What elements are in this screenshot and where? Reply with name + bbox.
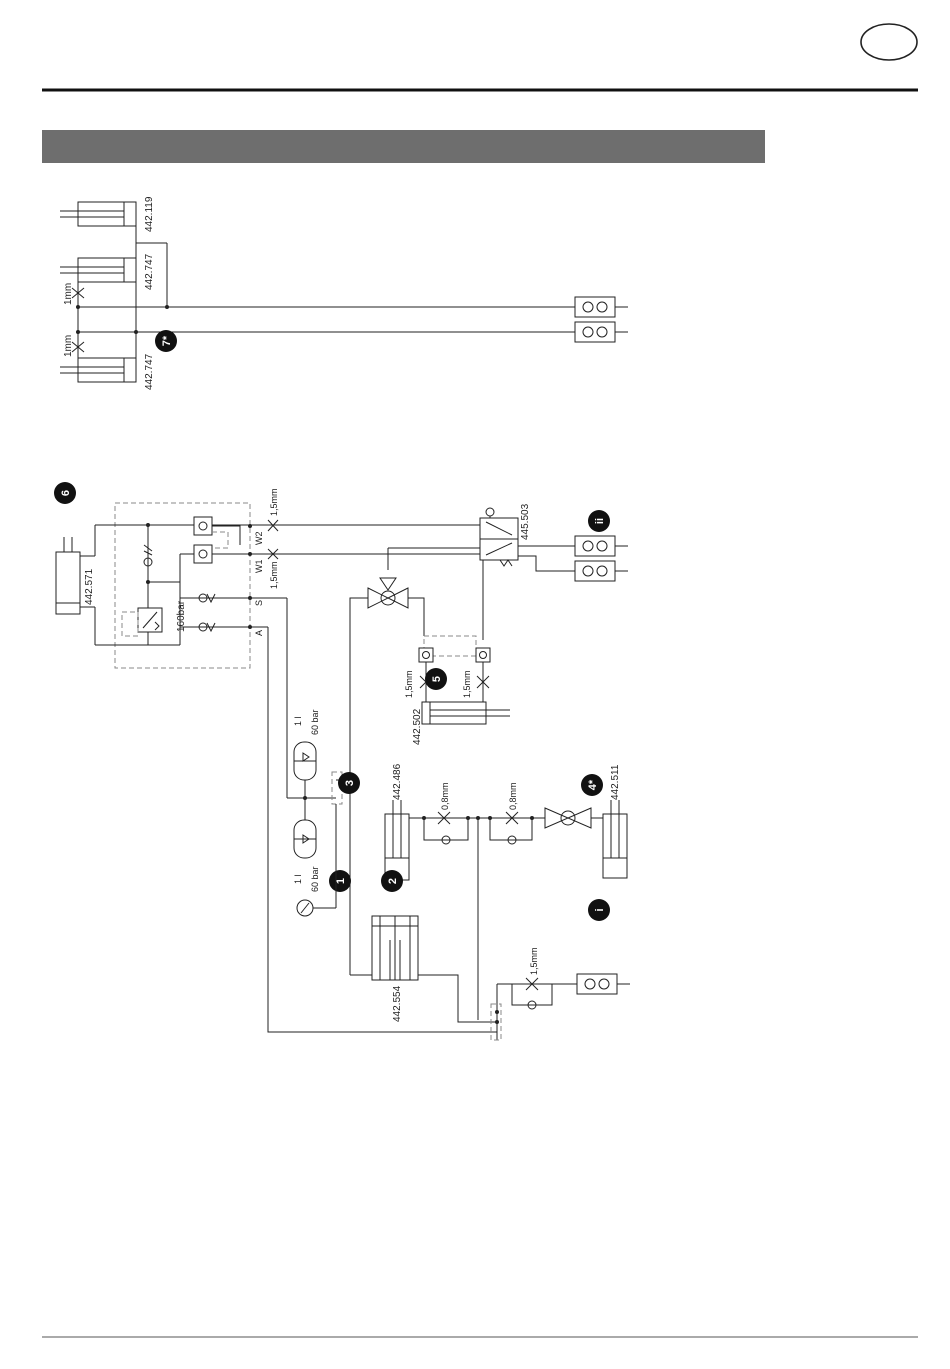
- cylinder-442-747-top: 442.747: [60, 253, 155, 290]
- pilot-check-w1: [194, 545, 212, 563]
- svg-text:1,5mm: 1,5mm: [269, 561, 279, 589]
- cylinder-442-511: 442.511: [603, 764, 627, 878]
- restrictor-1mm-top: 1mm: [63, 283, 84, 305]
- port-s: S: [254, 600, 264, 606]
- restrictor-1mm-bottom: 1mm: [63, 335, 84, 357]
- port-a: A: [254, 630, 264, 636]
- label-442-571: 442.571: [84, 568, 95, 605]
- coupling-bottom: [577, 974, 630, 994]
- shuttle-valve: [368, 578, 408, 608]
- shut-off-valve: [545, 808, 591, 828]
- label-442-119: 442.119: [144, 196, 155, 232]
- label-442-486: 442.486: [392, 763, 403, 800]
- marker-2: 2: [381, 870, 403, 892]
- svg-text:60 bar: 60 bar: [310, 709, 320, 735]
- svg-text:ii: ii: [594, 518, 606, 524]
- svg-text:5: 5: [431, 676, 443, 682]
- marker-3: 3: [338, 772, 360, 794]
- cylinder-442-571: 442.571: [56, 537, 95, 614]
- svg-text:2: 2: [387, 878, 399, 884]
- lower-circuit: 6 442.571: [54, 482, 630, 1040]
- upper-circuit: 442.119 442.747 442.747: [60, 196, 628, 390]
- marker-6: 6: [54, 482, 76, 504]
- svg-text:1,5mm: 1,5mm: [404, 670, 414, 698]
- marker-5: 5: [425, 668, 447, 690]
- svg-text:6: 6: [60, 490, 72, 496]
- svg-text:1,5mm: 1,5mm: [529, 947, 539, 975]
- marker-ii: ii: [588, 510, 610, 532]
- valve-block-outline: [115, 503, 250, 668]
- label-442-747-top: 442.747: [144, 253, 155, 290]
- restrictor-check-2: 0,8mm: [490, 782, 532, 844]
- label-442-554: 442.554: [392, 985, 403, 1022]
- svg-text:0,8mm: 0,8mm: [440, 782, 450, 810]
- label-442-502: 442.502: [412, 708, 423, 745]
- port-w1: W1: [254, 560, 264, 574]
- marker-4: 4*: [581, 774, 603, 796]
- marker-7: 7*: [155, 330, 177, 352]
- restrictor-check-1: 0,8mm: [424, 782, 468, 844]
- cylinder-442-119: 442.119: [60, 196, 155, 232]
- pilot-check-5a: [419, 648, 433, 662]
- svg-text:60 bar: 60 bar: [310, 866, 320, 892]
- svg-text:i: i: [594, 908, 606, 911]
- restrictor-check-3: 1,5mm: [512, 947, 552, 1009]
- svg-text:1mm: 1mm: [63, 335, 74, 357]
- label-442-511: 442.511: [610, 764, 621, 800]
- cylinder-442-486: 442.486: [385, 763, 409, 880]
- directional-valve-445-503: 445.503: [480, 503, 531, 566]
- svg-text:4*: 4*: [587, 779, 599, 790]
- svg-text:0,8mm: 0,8mm: [508, 782, 518, 810]
- svg-text:1 l: 1 l: [293, 874, 303, 884]
- coupling-lower-2: [575, 561, 628, 581]
- svg-text:1,5mm: 1,5mm: [462, 670, 472, 698]
- section-title-bar: [42, 130, 765, 163]
- pilot-check-w2: [194, 517, 212, 535]
- label-442-747-bottom: 442.747: [144, 353, 155, 390]
- svg-text:3: 3: [344, 780, 356, 786]
- pilot-check-5b: [476, 648, 490, 662]
- marker-1: 1: [329, 870, 351, 892]
- cylinder-442-554: 442.554: [372, 916, 418, 1022]
- restrictor-5b: 1,5mm: [462, 670, 489, 698]
- svg-text:1mm: 1mm: [63, 283, 74, 305]
- accumulator-lower: 1 l 60 bar: [293, 820, 320, 892]
- restrictor-w1: 1,5mm: [268, 549, 279, 589]
- coupling-upper-1: [575, 297, 628, 317]
- pressure-relief-valve: [122, 608, 162, 636]
- svg-text:7*: 7*: [161, 335, 173, 346]
- accumulator-upper: 1 l 60 bar: [293, 709, 320, 780]
- label-445-503: 445.503: [520, 503, 531, 540]
- coupling-lower-1: [575, 536, 628, 556]
- port-w2: W2: [254, 532, 264, 546]
- cylinder-442-747-bottom: 442.747: [60, 353, 155, 390]
- cylinder-442-502: 442.502: [412, 702, 510, 745]
- marker-i: i: [588, 899, 610, 921]
- svg-text:1: 1: [335, 878, 347, 884]
- coupling-upper-2: [575, 322, 628, 342]
- svg-text:1 l: 1 l: [293, 716, 303, 726]
- svg-text:1,5mm: 1,5mm: [269, 488, 279, 516]
- language-badge: [861, 24, 917, 60]
